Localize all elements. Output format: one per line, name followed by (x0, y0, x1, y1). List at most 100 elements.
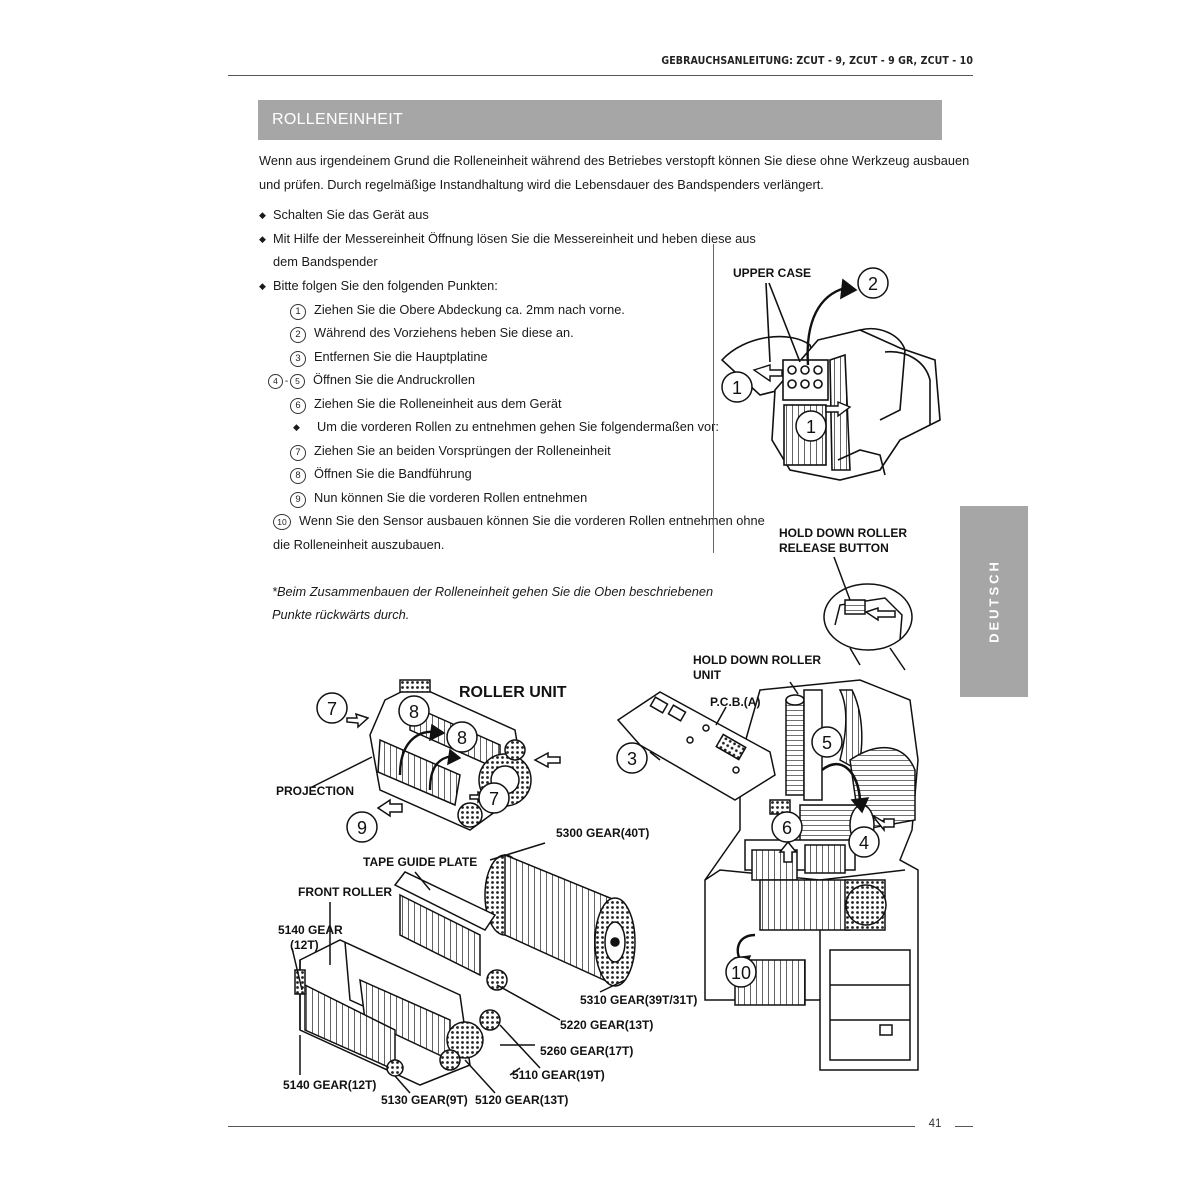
callout-7b (478, 782, 510, 814)
label-hold-down-unit-2: UNIT (693, 668, 722, 682)
section-title-bar: ROLLENEINHEIT (258, 100, 942, 140)
callout-1b (795, 410, 827, 442)
callout-6-label: 6 (782, 818, 792, 838)
section-title: ROLLENEINHEIT (272, 111, 404, 128)
callout-3-label: 3 (627, 749, 637, 769)
page-number: 41 (928, 1118, 942, 1130)
header-rule (228, 75, 973, 76)
note-line-1: *Beim Zusammenbauen der Rolleneinheit ge… (272, 584, 714, 599)
figure-exploded-parts (291, 842, 636, 1094)
label-gear-5130: 5130 GEAR(9T) (381, 1093, 468, 1107)
intro-paragraph: Wenn aus irgendeinem Grund die Rollenein… (259, 149, 969, 197)
callout-8 (398, 695, 430, 727)
label-gear-5260: 5260 GEAR(17T) (540, 1044, 633, 1058)
step-range-dash: - (284, 376, 289, 387)
step-number: 7 (290, 445, 306, 461)
label-gear-5140-bottom: 5140 GEAR(12T) (283, 1078, 376, 1092)
step-number: 2 (290, 327, 306, 343)
callout-2 (857, 267, 889, 299)
label-gear-5140-top-teeth: (12T) (290, 938, 319, 952)
label-projection: PROJECTION (276, 784, 354, 798)
step-2: 2 Während des Vorziehens heben Sie diese … (290, 321, 574, 345)
callout-8b-label: 8 (457, 728, 467, 748)
bullet-text: Mit Hilfe der Messereinheit Öffnung löse… (273, 231, 756, 246)
callout-9 (346, 811, 378, 843)
label-front-roller: FRONT ROLLER (298, 885, 392, 899)
bullet-item: ◆ Mit Hilfe der Messereinheit Öffnung lös… (259, 227, 756, 251)
step-text: Ziehen Sie an beiden Vorsprüngen der Rol… (314, 443, 611, 458)
step-number: 6 (290, 398, 306, 414)
intro-line-1: Wenn aus irgendeinem Grund die Rollenein… (259, 153, 970, 168)
callout-7b-label: 7 (489, 789, 499, 809)
step-number: 1 (290, 304, 306, 320)
figure-roller-unit (311, 679, 561, 831)
label-gear-5310: 5310 GEAR(39T/31T) (580, 993, 697, 1007)
callout-2-label: 2 (868, 274, 878, 294)
callout-5 (811, 726, 843, 758)
diamond-bullet-icon: ◆ (293, 422, 300, 432)
language-side-tab: DEUTSCH (960, 506, 1028, 697)
step-7: 7 Ziehen Sie an beiden Vorsprüngen der Ro… (290, 439, 611, 463)
callout-7 (316, 692, 348, 724)
callout-10-label: 10 (731, 963, 751, 983)
step-text: Nun können Sie die vorderen Rollen entne… (314, 490, 588, 505)
intro-line-2: und prüfen. Durch regelmäßige Instandhal… (259, 177, 824, 192)
diamond-bullet-icon: ◆ (259, 210, 266, 220)
step-10-continuation: die Rolleneinheit auszubauen. (273, 537, 445, 552)
callout-1b-label: 1 (806, 417, 816, 437)
bullet-text: Schalten Sie das Gerät aus (273, 207, 429, 222)
label-gear-5110: 5110 GEAR(19T) (512, 1068, 605, 1082)
callout-1 (721, 371, 753, 403)
step-text: Während des Vorziehens heben Sie diese a… (314, 325, 574, 340)
callout-1-label: 1 (732, 378, 742, 398)
step-8: 8 Öffnen Sie die Bandführung (290, 462, 472, 486)
figure-upper-case (720, 278, 941, 481)
step-6: 6 Ziehen Sie die Rolleneinheit aus dem Ge… (290, 392, 562, 416)
callout-4 (848, 826, 880, 858)
label-hold-down-button-2: RELEASE BUTTON (779, 541, 889, 555)
step-text: Öffnen Sie die Andruckrollen (313, 372, 475, 387)
step-number: 4 (268, 374, 283, 389)
figure-hold-down (616, 556, 919, 1071)
footer-rule-right (955, 1126, 973, 1127)
sub-bullet: ◆ Um die vorderen Rollen zu entnehmen geh… (293, 415, 719, 439)
step-text: Öffnen Sie die Bandführung (314, 466, 472, 481)
step-number: 10 (273, 514, 291, 530)
label-gear-5120: 5120 GEAR(13T) (475, 1093, 568, 1107)
footer-rule (228, 1126, 915, 1127)
note-line-2: Punkte rückwärts durch. (272, 607, 410, 622)
callout-8b (446, 721, 478, 753)
callout-6 (771, 811, 803, 843)
column-divider (713, 244, 714, 553)
callout-9-label: 9 (357, 818, 367, 838)
step-number: 9 (290, 492, 306, 508)
label-hold-down-button-1: HOLD DOWN ROLLER (779, 526, 907, 540)
bullet-item: ◆ Schalten Sie das Gerät aus (259, 203, 429, 227)
callout-4-label: 4 (859, 833, 869, 853)
step-number: 8 (290, 468, 306, 484)
assembly-note: *Beim Zusammenbauen der Rolleneinheit ge… (272, 580, 713, 626)
label-gear-5220: 5220 GEAR(13T) (560, 1018, 653, 1032)
label-roller-unit: ROLLER UNIT (459, 684, 567, 701)
label-hold-down-unit-1: HOLD DOWN ROLLER (693, 653, 821, 667)
step-text: Ziehen Sie die Rolleneinheit aus dem Ger… (314, 396, 562, 411)
label-pcb: P.C.B.(A) (710, 695, 760, 709)
label-upper-case: UPPER CASE (733, 266, 811, 280)
label-gear-5140-top: 5140 GEAR (278, 923, 343, 937)
diamond-bullet-icon: ◆ (259, 234, 266, 244)
step-text: Entfernen Sie die Hauptplatine (314, 349, 488, 364)
bullet-text: Bitte folgen Sie den folgenden Punkten: (273, 278, 498, 293)
label-tape-guide-plate: TAPE GUIDE PLATE (363, 855, 477, 869)
callout-5-label: 5 (822, 733, 832, 753)
callout-7-label: 7 (327, 699, 337, 719)
step-text: Um die vorderen Rollen zu entnehmen gehe… (317, 419, 719, 434)
callout-10 (725, 956, 757, 988)
running-header: GEBRAUCHSANLEITUNG: ZCUT - 9, ZCUT - 9 G… (661, 55, 973, 67)
diamond-bullet-icon: ◆ (259, 281, 266, 291)
label-gear-5300: 5300 GEAR(40T) (556, 826, 649, 840)
